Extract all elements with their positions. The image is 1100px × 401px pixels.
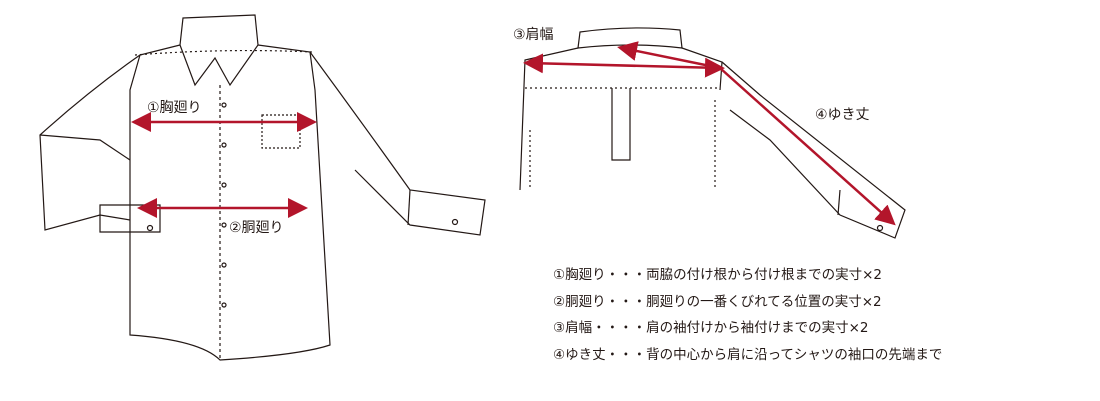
legend-item-waist: ②胴廻り・・・胴廻りの一番くびれてる位置の実寸×2 [553, 293, 882, 310]
legend-item-chest: ①胸廻り・・・両脇の付け根から付け根までの実寸×2 [553, 267, 883, 283]
legend-item-sleeve: ④ゆき丈・・・背の中心から肩に沿ってシャツの袖口の先端まで [553, 346, 943, 363]
shoulder-arrow [523, 53, 725, 78]
legend-item-shoulder: ③肩幅・・・・肩の袖付けから袖付けまでの実寸×2 [553, 320, 869, 336]
back-shirt [519, 27, 906, 239]
sleeve-label: ④ゆき丈 [815, 107, 870, 123]
front-shirt [39, 14, 486, 361]
waist-label: ②胴廻り [229, 220, 284, 236]
measurement-legend: ①胸廻り・・・両脇の付け根から付け根までの実寸×2 ②胴廻り・・・胴廻りの一番く… [553, 262, 942, 368]
sleeve-arrow [719, 67, 896, 226]
chest-label: ①胸廻り [147, 100, 202, 116]
shoulder-label: ③肩幅 [513, 27, 554, 43]
measure-arrows [131, 41, 896, 226]
sleeve-arrow-top [617, 41, 721, 70]
